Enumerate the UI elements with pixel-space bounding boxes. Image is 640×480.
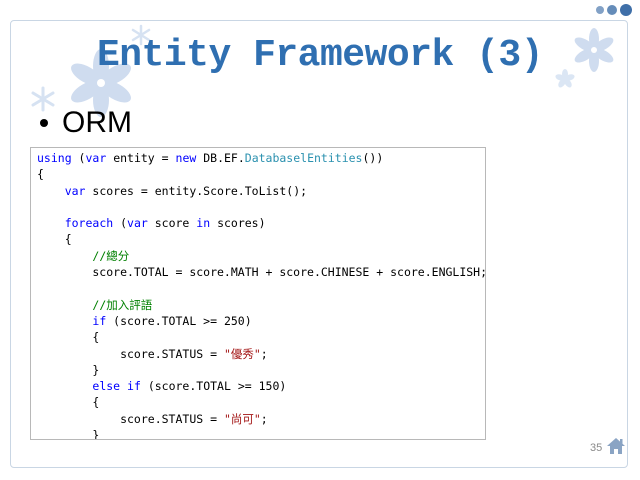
code-line: { [37,166,485,182]
code-token: ()) [362,151,384,165]
bullet-item: ORM [40,106,132,140]
code-token: var [85,151,107,165]
code-token: "尚可" [223,411,261,426]
flower-icon [31,86,55,112]
code-token: //總分 [92,248,130,263]
code-token: new [175,151,197,165]
flower-icon [574,28,614,72]
code-token: ; [260,346,268,361]
code-line: else if (score.TOTAL >= 150) [37,378,485,394]
bullet-icon [40,119,48,127]
code-token [120,379,127,393]
code-line: foreach (var score in scores) [37,215,485,231]
code-token: var [64,183,86,198]
code-token: if [92,313,107,328]
code-token: var [127,216,148,231]
code-line: using (var entity = new DB.EF.DatabaselE… [37,150,485,166]
code-token [37,184,65,198]
code-token: "優秀" [223,346,261,361]
code-line: if (score.TOTAL >= 250) [37,313,485,329]
flower-icon [555,69,575,88]
code-token: ( [71,151,86,165]
code-token [37,314,92,328]
slide-frame [10,20,628,468]
code-token: else [92,379,121,394]
code-token: DatabaselEntities [244,151,363,165]
code-token: if [127,379,141,394]
home-icon[interactable] [606,436,626,456]
flower-icon [131,24,151,46]
code-line: { [37,329,485,345]
code-token: { [37,395,100,410]
code-token: scores = entity.Score.ToList(); [85,183,308,198]
code-token: (score.TOTAL >= 150) [140,379,287,394]
code-token: DB.EF. [196,151,245,165]
code-line: score.TOTAL = score.MATH + score.CHINESE… [37,264,485,280]
code-token: scores) [210,216,266,231]
code-token: using [37,151,72,165]
code-line: score.STATUS = "優秀"; [37,346,485,362]
code-token [37,216,65,230]
code-line: { [37,394,485,410]
code-token: { [37,232,72,247]
code-token: score.STATUS = [37,411,224,426]
code-token: //加入評語 [92,297,153,312]
code-line: var scores = entity.Score.ToList(); [37,183,485,199]
code-token: score [147,216,197,231]
code-token [37,249,92,263]
slide-title: Entity Framework (3) [96,34,544,77]
code-token: entity = [106,151,176,165]
code-token: } [37,362,100,377]
decorative-dots-icon [596,4,632,16]
bullet-text: ORM [62,106,132,139]
code-token [37,298,92,312]
code-line [37,199,485,215]
code-line: score.STATUS = "尚可"; [37,411,485,427]
flower-icon [71,49,131,117]
code-token: in [196,216,211,231]
code-line: } [37,427,485,440]
code-token [37,379,92,393]
code-token: score.STATUS = [37,346,224,361]
page-number: 35 [590,442,603,454]
code-line: } [37,362,485,378]
code-token: } [37,428,100,440]
code-line: //總分 [37,248,485,264]
code-token: score.TOTAL = score.MATH + score.CHINESE… [37,265,486,280]
code-token: ( [113,216,128,231]
code-token: foreach [64,216,114,231]
code-token: { [37,330,100,345]
code-token: (score.TOTAL >= 250) [106,313,252,328]
code-block: using (var entity = new DB.EF.DatabaselE… [30,147,486,440]
code-line [37,280,485,296]
code-line: //加入評語 [37,297,485,313]
code-token: { [37,167,44,182]
code-line: { [37,231,485,247]
code-token: ; [260,411,268,426]
